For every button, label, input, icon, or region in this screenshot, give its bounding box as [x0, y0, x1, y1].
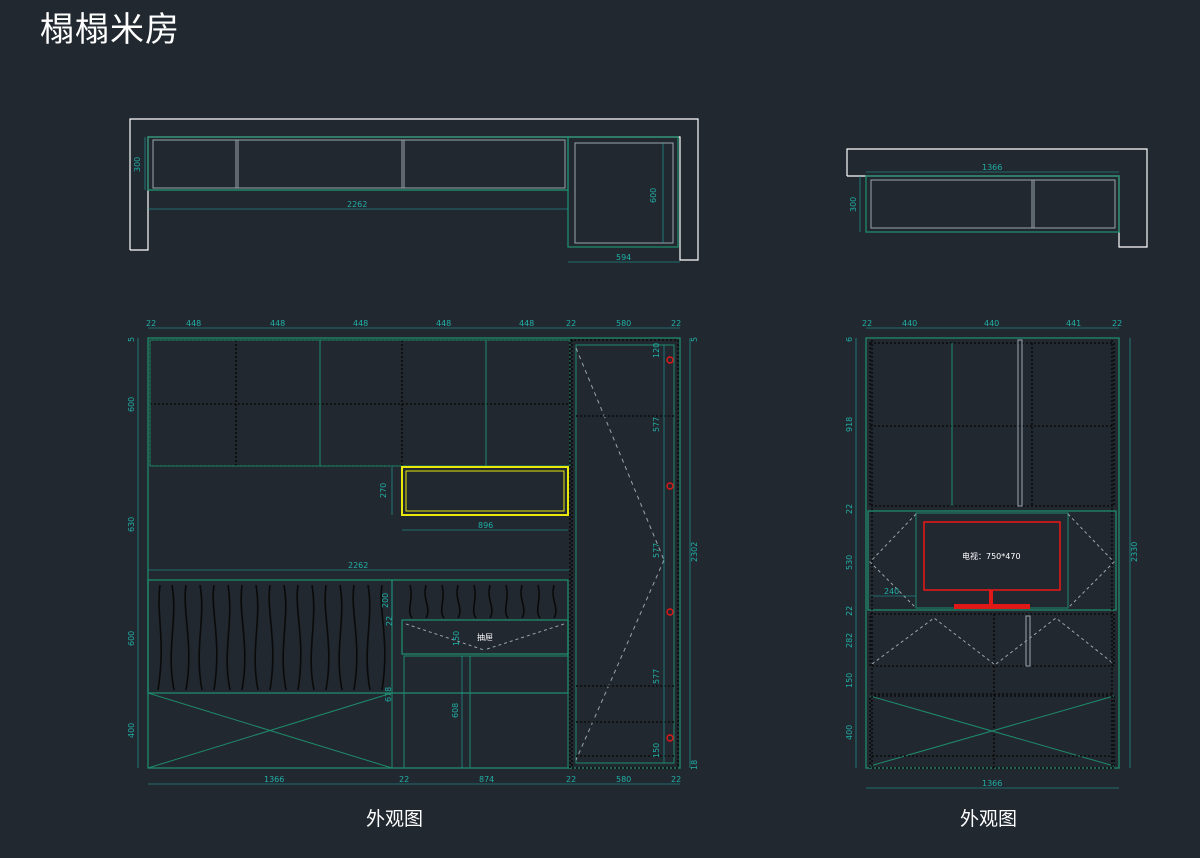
left-elev-left-dim-4: 400: [127, 723, 136, 738]
right-elevation-caption: 外观图: [960, 808, 1018, 830]
left-elev-dim-577b: 577: [652, 543, 661, 558]
tv-label: 电视：750*470: [962, 551, 1021, 561]
right-plan-view: 1366 300: [846, 148, 1148, 248]
left-elevation: 270 896 2262: [127, 319, 699, 785]
left-plan-view: 300 2262 600 594: [129, 118, 699, 263]
left-elev-upper-cabinets: [149, 339, 571, 467]
left-elev-left-dim-0: 5: [127, 337, 136, 342]
left-elev-drawer-label: 抽屉: [477, 632, 493, 642]
left-elev-bottom-dim-1: 22: [399, 775, 409, 784]
right-elev-left-dim-6: 150: [845, 673, 854, 688]
right-elev-dim-240: 240: [884, 587, 899, 596]
left-plan-dim-bottom: 594: [616, 253, 631, 262]
right-elev-left-dim-5: 282: [845, 633, 854, 648]
right-elev-right-dim-top: 6: [845, 337, 854, 342]
right-plan-cabinet: [865, 175, 1120, 233]
left-elev-outline: [147, 337, 681, 769]
left-elev-left-dim-1: 600: [127, 397, 136, 412]
right-plan-dim-top: 1366: [982, 163, 1002, 172]
left-elev-bottom-dim-3: 22: [566, 775, 576, 784]
left-elev-dim-270: 270: [379, 483, 388, 498]
right-plan-dim-height: 300: [849, 197, 858, 212]
left-elev-dim-150: 150: [452, 631, 461, 646]
left-plan-dim-width: 2262: [347, 200, 367, 209]
wood-grain-pattern: [157, 584, 557, 691]
left-elev-total-height: 2302: [690, 542, 699, 562]
left-elev-bottom-dim-4: 580: [616, 775, 631, 784]
left-elev-top-dim-4: 448: [436, 319, 451, 328]
left-elev-base-cabinet: [147, 692, 393, 769]
right-elev-bottom-dim: 1366: [982, 779, 1002, 788]
right-elev-base-cabinet: [869, 695, 1115, 769]
left-elev-dim-577c: 577: [652, 669, 661, 684]
left-elev-bottom-right: 18: [690, 760, 699, 770]
right-elev-left-dim-1: 918: [845, 417, 854, 432]
left-elev-left-dim-2: 630: [127, 517, 136, 532]
left-plan-dim-height: 300: [133, 157, 142, 172]
left-elev-dim-896: 896: [478, 521, 493, 530]
left-elev-dim-200: 200: [381, 593, 390, 608]
left-elev-top-dim-2: 448: [270, 319, 285, 328]
left-elev-top-dim-0: 22: [146, 319, 156, 328]
left-elev-dim-608: 608: [451, 703, 460, 718]
left-plan-dim-depth: 600: [649, 188, 658, 203]
left-elev-top-dim-8: 22: [671, 319, 681, 328]
left-elev-left-dim-3: 600: [127, 631, 136, 646]
left-plan-cabinet-top: [147, 136, 569, 191]
left-elev-bottom-dim-5: 22: [671, 775, 681, 784]
left-elev-dim-120: 120: [652, 343, 661, 358]
left-elev-wardrobe: [569, 339, 679, 769]
right-elevation: 电视：750*470 240 22 440 440 441 22 6 918 2…: [845, 319, 1139, 789]
left-elev-top-dim-6: 22: [566, 319, 576, 328]
left-elev-dim-150b: 150: [652, 743, 661, 758]
left-elev-open-niche: [401, 466, 569, 516]
left-elev-top-dim-1: 448: [186, 319, 201, 328]
right-elev-top-dim-4: 22: [1112, 319, 1122, 328]
right-elev-left-dim-3: 530: [845, 555, 854, 570]
left-plan-wardrobe: [567, 136, 679, 248]
left-elev-bottom-dim-2: 874: [479, 775, 494, 784]
left-elev-dim-577a: 577: [652, 417, 661, 432]
left-elevation-caption: 外观图: [366, 808, 424, 830]
right-elev-left-dim-4: 22: [845, 606, 854, 616]
left-elev-tatami-panel: [147, 579, 569, 694]
left-elev-bottom-dim-0: 1366: [264, 775, 284, 784]
right-elev-top-dim-3: 441: [1066, 319, 1081, 328]
right-elev-top-dim-0: 22: [862, 319, 872, 328]
left-elev-right-dim-top: 5: [690, 337, 699, 342]
tv-stand: [954, 604, 1030, 609]
right-elev-left-dim-7: 400: [845, 725, 854, 740]
left-plan-wall-outline: [129, 118, 699, 261]
hinge-markers: [666, 356, 674, 742]
right-elev-tv-wall: [867, 510, 1117, 611]
left-elev-dim-2262: 2262: [348, 561, 368, 570]
right-elev-top-dim-2: 440: [984, 319, 999, 328]
right-elev-upper-cabinets: [869, 342, 1115, 507]
left-elev-drawer: [401, 619, 569, 655]
left-elev-top-dim-5: 448: [519, 319, 534, 328]
page-title: 榻榻米房: [40, 10, 180, 50]
left-elev-top-dim-7: 580: [616, 319, 631, 328]
left-elev-dim-22: 22: [385, 616, 394, 626]
left-elev-top-dim-3: 448: [353, 319, 368, 328]
right-elev-top-dim-1: 440: [902, 319, 917, 328]
right-elev-left-dim-2: 22: [845, 504, 854, 514]
right-elev-lower-cabinets: [869, 613, 1115, 667]
right-elev-total-height: 2330: [1130, 542, 1139, 562]
